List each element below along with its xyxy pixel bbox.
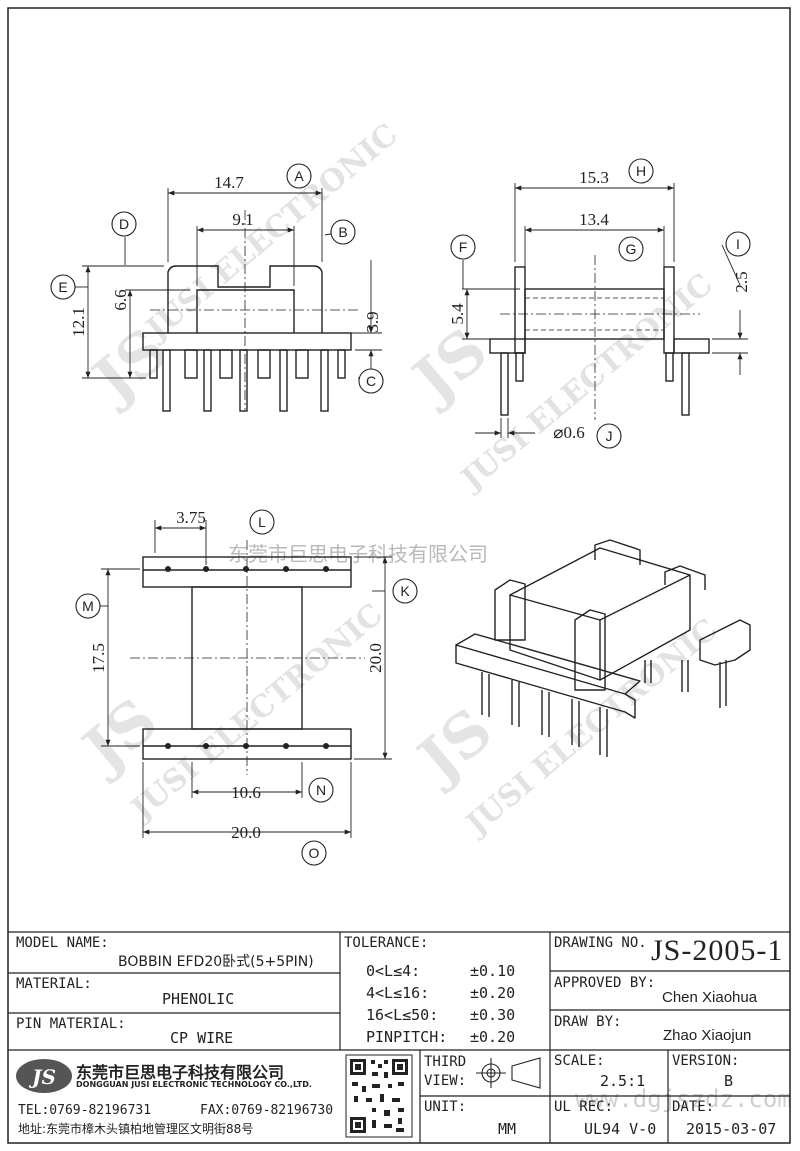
unit-label: UNIT: bbox=[424, 1099, 467, 1115]
dim-top-total-width: 20.0 bbox=[231, 823, 261, 842]
drawing-no-value: JS-2005-1 bbox=[651, 934, 784, 967]
svg-text:N: N bbox=[316, 782, 326, 798]
callout-f: F bbox=[450, 234, 476, 260]
svg-text:F: F bbox=[459, 239, 468, 255]
qr-code bbox=[345, 1054, 413, 1138]
dim-side-height: 5.4 bbox=[448, 303, 467, 325]
version-label: VERSION: bbox=[672, 1053, 740, 1069]
pin-holes bbox=[165, 566, 329, 749]
dim-pin-diameter: ⌀0.6 bbox=[553, 423, 585, 442]
svg-text:O: O bbox=[309, 845, 320, 861]
svg-text:I: I bbox=[736, 236, 740, 252]
callout-e: E bbox=[50, 274, 76, 300]
tolerance-range-3: 16<L≤50: bbox=[366, 1006, 439, 1024]
side-view bbox=[489, 266, 710, 416]
svg-text:B: B bbox=[338, 224, 347, 240]
dim-front-height: 12.1 bbox=[69, 307, 88, 337]
svg-text:M: M bbox=[82, 598, 94, 614]
company-fax: FAX:0769-82196730 bbox=[200, 1103, 334, 1118]
dim-front-base-height: 3.9 bbox=[363, 311, 382, 332]
model-name-label: MODEL NAME: bbox=[16, 935, 109, 951]
svg-text:D: D bbox=[119, 216, 129, 232]
dim-front-inner-width: 9.1 bbox=[232, 210, 253, 229]
scale-label: SCALE: bbox=[554, 1053, 605, 1069]
callout-n: N bbox=[308, 777, 334, 803]
date-label: DATE: bbox=[672, 1099, 715, 1115]
tolerance-value-3: ±0.30 bbox=[470, 1006, 516, 1024]
sheet-border bbox=[7, 7, 791, 1144]
callout-l: L bbox=[249, 509, 275, 535]
callout-j: J bbox=[596, 423, 622, 449]
third-view-label-1: THIRD bbox=[424, 1054, 467, 1070]
dim-top-total-height: 20.0 bbox=[366, 643, 385, 673]
dim-top-inner-height: 17.5 bbox=[89, 643, 108, 673]
tolerance-range-1: 0<L≤4: bbox=[366, 962, 421, 980]
callout-o: O bbox=[301, 840, 327, 866]
callout-m: M bbox=[75, 593, 101, 619]
approved-by-value: Chen Xiaohua bbox=[662, 989, 758, 1006]
version-value: B bbox=[724, 1072, 734, 1090]
dim-side-width: 15.3 bbox=[579, 168, 609, 187]
unit-value: MM bbox=[498, 1120, 517, 1138]
callout-b: B bbox=[330, 219, 356, 245]
callout-bubbles: A B C D E F G H I J K L M N O bbox=[50, 158, 751, 866]
callout-c: C bbox=[358, 368, 384, 394]
front-view bbox=[142, 265, 352, 412]
drawing-no-label: DRAWING NO. bbox=[554, 935, 647, 951]
tolerance-value-1: ±0.10 bbox=[470, 962, 516, 980]
company-logo: JS bbox=[16, 1059, 72, 1093]
callout-k: K bbox=[392, 578, 418, 604]
svg-text:C: C bbox=[366, 373, 376, 389]
ul-rec-label: UL REC: bbox=[554, 1099, 614, 1115]
third-view-label-2: VIEW: bbox=[424, 1073, 467, 1089]
svg-text:E: E bbox=[58, 279, 67, 295]
svg-text:G: G bbox=[626, 241, 637, 257]
draw-by-value: Zhao Xiaojun bbox=[663, 1027, 752, 1044]
callout-g: G bbox=[618, 236, 644, 262]
svg-text:L: L bbox=[258, 514, 266, 530]
tolerance-value-2: ±0.20 bbox=[470, 984, 516, 1002]
isometric-view bbox=[455, 539, 751, 757]
svg-text:K: K bbox=[400, 583, 410, 599]
dim-front-mid-height: 6.6 bbox=[111, 289, 130, 310]
company-name-cn: 东莞市巨思电子科技有限公司 bbox=[76, 1063, 285, 1082]
material-label: MATERIAL: bbox=[16, 976, 92, 992]
center-lines bbox=[130, 210, 700, 775]
svg-text:H: H bbox=[636, 163, 646, 179]
scale-value: 2.5:1 bbox=[600, 1072, 646, 1090]
svg-text:A: A bbox=[294, 168, 304, 184]
company-address: 地址:东莞市樟木头镇柏地管理区文明街88号 bbox=[18, 1122, 254, 1136]
callout-h: H bbox=[628, 158, 654, 184]
company-tel: TEL:0769-82196731 bbox=[18, 1103, 152, 1118]
svg-text:J: J bbox=[606, 428, 613, 444]
date-value: 2015-03-07 bbox=[686, 1120, 777, 1138]
dim-front-width: 14.7 bbox=[214, 173, 244, 192]
callout-d: D bbox=[111, 211, 137, 237]
callout-i: I bbox=[725, 231, 751, 257]
approved-by-label: APPROVED BY: bbox=[554, 975, 656, 991]
model-name-value: BOBBIN EFD20卧式(5+5PIN) bbox=[118, 954, 314, 970]
title-block-grid bbox=[8, 931, 790, 1143]
dim-side-inner-width: 13.4 bbox=[579, 210, 609, 229]
tolerance-value-4: ±0.20 bbox=[470, 1028, 516, 1046]
tolerance-range-4: PINPITCH: bbox=[366, 1028, 448, 1046]
dim-side-flange: 2.5 bbox=[732, 271, 751, 292]
callout-a: A bbox=[286, 163, 312, 189]
svg-text:JS: JS bbox=[28, 1065, 56, 1089]
dim-pin-pitch: 3.75 bbox=[176, 508, 206, 527]
tolerance-label: TOLERANCE: bbox=[344, 935, 429, 951]
company-name-en: DONGGUAN JUSI ELECTRONIC TECHNOLOGY CO.,… bbox=[76, 1080, 312, 1089]
third-angle-symbol bbox=[476, 1057, 541, 1089]
pin-material-value: CP WIRE bbox=[170, 1029, 234, 1047]
draw-by-label: DRAW BY: bbox=[554, 1014, 622, 1030]
dimension-values: 14.7 9.1 12.1 6.6 3.9 15.3 13.4 5.4 2.5 … bbox=[69, 168, 751, 842]
ul-rec-value: UL94 V-0 bbox=[584, 1120, 657, 1138]
dim-top-core-width: 10.6 bbox=[231, 783, 261, 802]
pin-material-label: PIN MATERIAL: bbox=[16, 1016, 126, 1032]
material-value: PHENOLIC bbox=[162, 990, 235, 1008]
tolerance-range-2: 4<L≤16: bbox=[366, 984, 430, 1002]
